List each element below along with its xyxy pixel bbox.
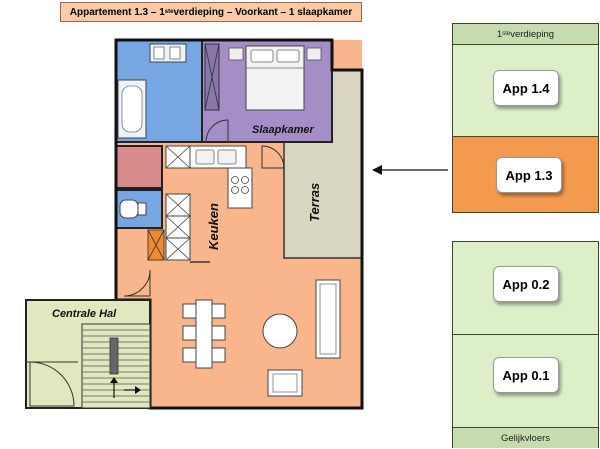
title-sup: ste (164, 9, 174, 15)
bedroom-door (205, 119, 229, 143)
kitchen-counter-boxes (165, 145, 191, 261)
upper-caption-rest: verdieping (510, 28, 555, 40)
kitchen-label: Keuken (206, 203, 221, 250)
chair-left-2 (182, 325, 197, 341)
stove-counter (227, 167, 253, 209)
toilet-tank (137, 202, 147, 216)
kitchen-sink-bowl-2 (217, 149, 237, 165)
chair-right-2 (211, 325, 226, 341)
chair-left-1 (182, 303, 197, 319)
coffee-table (262, 313, 298, 349)
chair-right-3 (211, 347, 226, 363)
apartment-block-0-2: App 0.2 (453, 242, 598, 334)
bathtub-inner (121, 85, 143, 133)
sofa-seat (319, 283, 337, 355)
bed-pillow-right (276, 49, 300, 63)
title-main: Appartement 1.3 – 1 (69, 6, 165, 18)
entrance-door (123, 269, 151, 297)
sink-basin-right (169, 46, 181, 60)
staircase (81, 323, 151, 409)
stair-arrow-right-head (135, 386, 141, 394)
counter-box-2-x2 (165, 193, 191, 217)
ground-floor-caption: Gelijkvloers (453, 427, 598, 448)
bedroom-label: Slaapkamer (252, 124, 314, 136)
storage-room (115, 145, 163, 189)
apartment-label-0-2[interactable]: App 0.2 (493, 266, 559, 302)
nightstand-right (306, 47, 322, 61)
appliance-x2 (147, 229, 165, 261)
apartment-label-0-1[interactable]: App 0.1 (493, 357, 559, 393)
apartment-block-1-4: App 1.4 (453, 44, 598, 136)
counter-box-4-x2 (165, 237, 191, 261)
stove-burner-2 (241, 176, 249, 184)
apartment-label-1-3[interactable]: App 1.3 (496, 157, 562, 193)
apartment-block-1-3: App 1.3 (453, 136, 598, 212)
counter-box-3-x2 (165, 215, 191, 239)
dining-table (195, 299, 213, 369)
nightstand-left (228, 47, 244, 61)
toilet (119, 199, 139, 219)
armchair-seat (272, 373, 298, 393)
bed-pillow-left (250, 49, 274, 63)
chair-right-1 (211, 303, 226, 319)
pointer-arrow-head (372, 165, 382, 175)
stair-railing (109, 337, 119, 375)
stove-burner-4 (241, 186, 249, 194)
hall-door (29, 361, 75, 407)
apartment-block-0-1: App 0.1 (453, 334, 598, 427)
wardrobe-line-2 (204, 43, 220, 111)
counter-box-1-x2 (165, 145, 191, 169)
hall-label: Centrale Hal (52, 308, 117, 320)
upper-caption-main: 1 (496, 28, 503, 40)
stove-burner-1 (231, 176, 239, 184)
terrace-label: Terras (307, 183, 322, 222)
stove-burner-3 (231, 186, 239, 194)
apartment-label-1-4[interactable]: App 1.4 (493, 70, 559, 106)
ground-floor-panel: App 0.2 App 0.1 Gelijkvloers (452, 241, 599, 448)
upper-caption-sup: ste (502, 31, 511, 37)
sink-basin-left (153, 46, 165, 60)
kitchen-sink-bowl-1 (195, 149, 215, 165)
terrace-door (261, 145, 285, 169)
stair-arrow-head (110, 377, 118, 383)
chair-left-3 (182, 347, 197, 363)
title-rest: verdieping – Voorkant – 1 slaapkamer (173, 6, 353, 18)
